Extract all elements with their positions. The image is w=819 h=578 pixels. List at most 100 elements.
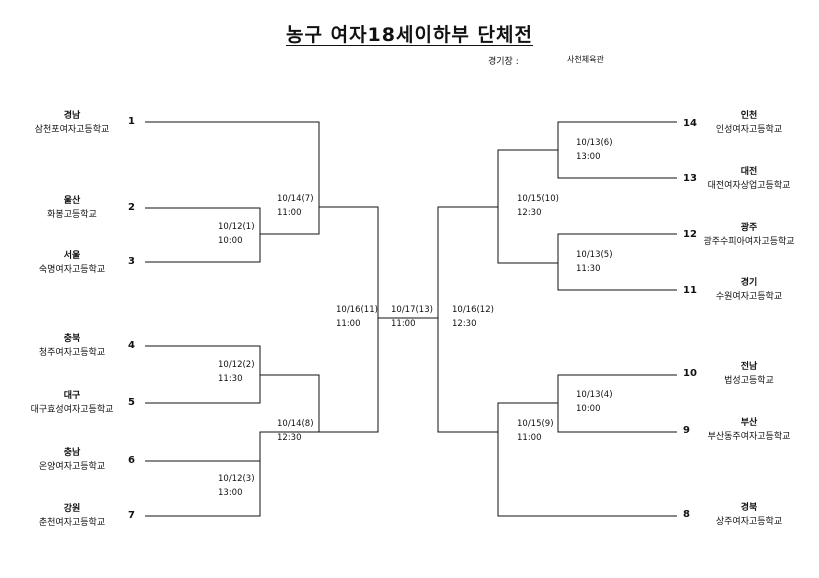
team-school: 숙명여자고등학교 <box>38 265 106 275</box>
match-time: 11:30 <box>576 264 601 274</box>
match-date: 10/15(10) <box>517 194 559 204</box>
seed-number: 1 <box>128 116 135 127</box>
bracket-line <box>145 207 261 234</box>
team-right-12: 광주 광주수피아여자고등학교 <box>679 221 819 249</box>
match-9: 10/15(9) 11:00 <box>517 417 554 445</box>
page-title: 농구 여자18세이하부 단체전 <box>286 24 533 46</box>
team-region: 대구 <box>63 391 81 401</box>
match-4: 10/13(4) 10:00 <box>576 388 613 416</box>
bracket-line <box>557 403 677 433</box>
team-region: 충북 <box>63 334 81 344</box>
team-region: 광주 <box>740 223 758 233</box>
match-2: 10/12(2) 11:30 <box>218 358 255 386</box>
match-date: 10/17(13) <box>391 305 433 315</box>
venue-value: 사천체육관 <box>567 55 604 64</box>
match-time: 10:00 <box>576 404 601 414</box>
bracket-line <box>145 121 320 263</box>
team-school: 온양여자고등학교 <box>38 462 106 472</box>
match-date: 10/13(6) <box>576 138 613 148</box>
seed-number: 7 <box>128 510 135 521</box>
team-left-2: 울산 화봉고등학교 <box>2 194 142 222</box>
team-region: 부산 <box>740 418 758 428</box>
bracket-line <box>557 233 677 263</box>
team-region: 경기 <box>740 278 758 288</box>
team-region: 인천 <box>740 111 758 121</box>
seed-number: 14 <box>683 118 697 129</box>
match-10: 10/15(10) 12:30 <box>517 192 559 220</box>
team-school: 법성고등학교 <box>724 376 774 386</box>
team-right-11: 경기 수원여자고등학교 <box>679 276 819 304</box>
seed-number: 6 <box>128 455 135 466</box>
seed-number: 3 <box>128 256 135 267</box>
team-school: 청주여자고등학교 <box>38 348 106 358</box>
team-school: 인성여자고등학교 <box>715 125 783 135</box>
match-11: 10/16(11) 11:00 <box>336 303 378 331</box>
team-school: 광주수피아여자고등학교 <box>703 237 795 247</box>
match-time: 11:00 <box>336 319 361 329</box>
venue-label: 경기장 : <box>488 57 519 67</box>
team-right-9: 부산 부산동주여자고등학교 <box>679 416 819 444</box>
team-region: 경북 <box>740 503 758 513</box>
team-left-6: 충남 온양여자고등학교 <box>2 446 142 474</box>
match-date: 10/16(12) <box>452 305 494 315</box>
match-time: 12:30 <box>517 208 542 218</box>
match-date: 10/13(5) <box>576 250 613 260</box>
match-time: 11:00 <box>391 319 416 329</box>
team-region: 서울 <box>63 251 81 261</box>
team-right-13: 대전 대전여자상업고등학교 <box>679 165 819 193</box>
seed-number: 13 <box>683 173 697 184</box>
match-date: 10/14(7) <box>277 194 314 204</box>
bracket-line <box>145 375 261 404</box>
match-date: 10/13(4) <box>576 390 613 400</box>
match-6: 10/13(6) 13:00 <box>576 136 613 164</box>
team-school: 수원여자고등학교 <box>715 292 783 302</box>
team-school: 춘천여자고등학교 <box>38 518 106 528</box>
team-left-5: 대구 대구효성여자고등학교 <box>2 389 142 417</box>
match-13-final: 10/17(13) 11:00 <box>391 303 433 331</box>
bracket-line <box>497 374 677 517</box>
team-left-3: 서울 숙명여자고등학교 <box>2 249 142 277</box>
match-time: 12:30 <box>452 319 477 329</box>
match-time: 11:30 <box>218 374 243 384</box>
match-date: 10/15(9) <box>517 419 554 429</box>
match-time: 10:00 <box>218 236 243 246</box>
team-region: 충남 <box>63 448 81 458</box>
match-date: 10/14(8) <box>277 419 314 429</box>
team-school: 대전여자상업고등학교 <box>707 181 791 191</box>
match-7: 10/14(7) 11:00 <box>277 192 314 220</box>
match-time: 11:00 <box>277 208 302 218</box>
team-school: 삼천포여자고등학교 <box>34 125 110 135</box>
team-school: 부산동주여자고등학교 <box>707 432 791 442</box>
match-time: 12:30 <box>277 433 302 443</box>
seed-number: 9 <box>683 425 690 436</box>
match-5: 10/13(5) 11:30 <box>576 248 613 276</box>
match-date: 10/12(1) <box>218 222 255 232</box>
team-left-7: 강원 춘천여자고등학교 <box>2 502 142 530</box>
match-time: 11:00 <box>517 433 542 443</box>
team-region: 대전 <box>740 167 758 177</box>
seed-number: 4 <box>128 340 135 351</box>
match-date: 10/12(3) <box>218 474 255 484</box>
team-school: 대구효성여자고등학교 <box>30 405 114 415</box>
team-right-10: 전남 법성고등학교 <box>679 360 819 388</box>
team-region: 울산 <box>63 196 81 206</box>
team-region: 경남 <box>63 111 81 121</box>
seed-number: 10 <box>683 368 697 379</box>
match-date: 10/12(2) <box>218 360 255 370</box>
match-8: 10/14(8) 12:30 <box>277 417 314 445</box>
team-right-14: 인천 인성여자고등학교 <box>679 109 819 137</box>
bracket-line <box>145 345 320 517</box>
seed-number: 12 <box>683 229 697 240</box>
match-time: 13:00 <box>576 152 601 162</box>
team-school: 상주여자고등학교 <box>715 517 783 527</box>
team-school: 화봉고등학교 <box>47 210 97 220</box>
bracket-line <box>557 150 677 179</box>
seed-number: 2 <box>128 202 135 213</box>
match-12: 10/16(12) 12:30 <box>452 303 494 331</box>
team-region: 강원 <box>63 504 81 514</box>
bracket-line <box>437 206 498 433</box>
match-3: 10/12(3) 13:00 <box>218 472 255 500</box>
team-left-1: 경남 삼천포여자고등학교 <box>2 109 142 137</box>
team-region: 전남 <box>740 362 758 372</box>
